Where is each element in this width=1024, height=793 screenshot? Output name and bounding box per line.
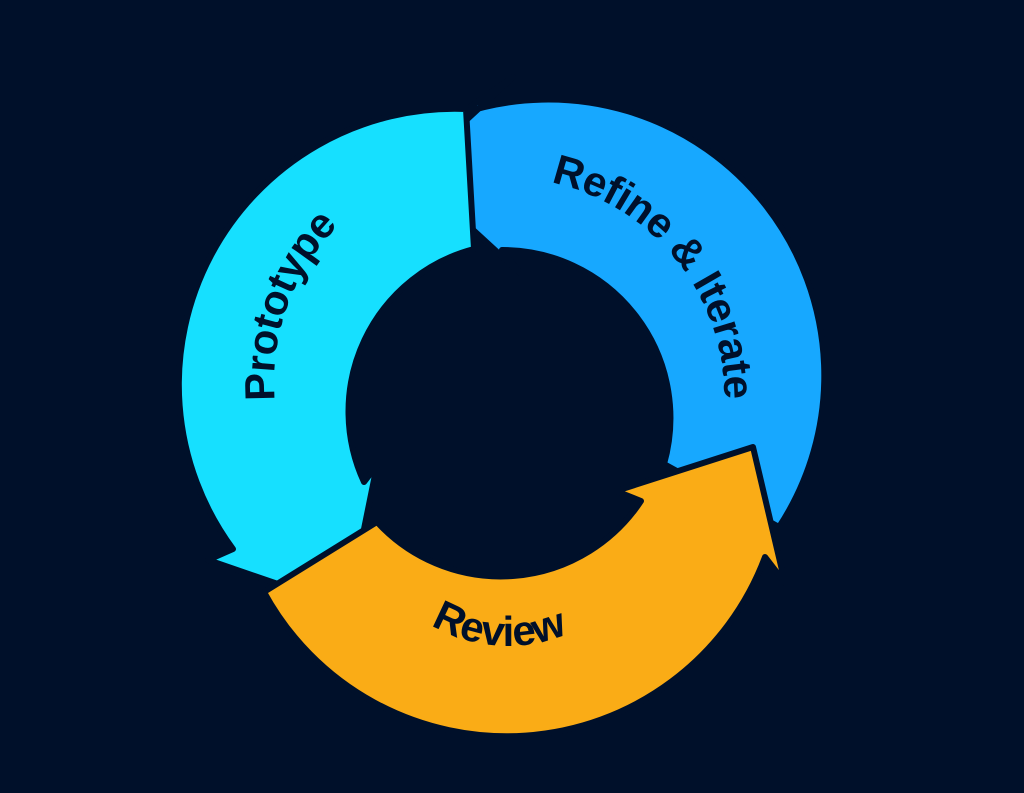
prototype-arrow [175,105,477,611]
refine-iterate-arrow [407,74,828,530]
review-arrow [261,444,788,740]
